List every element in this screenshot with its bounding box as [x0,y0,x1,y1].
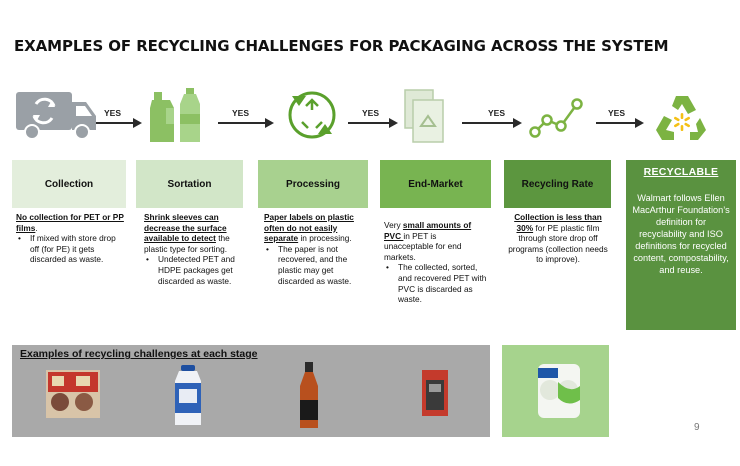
arrow-processing-to-end-market [348,114,398,128]
end-market-lead-tail: in PET is unacceptable for end markets. [384,230,462,262]
stage-header-recycling-rate: Recycling Rate [504,160,611,208]
page-title: EXAMPLES OF RECYCLING CHALLENGES FOR PAC… [14,37,669,55]
recycle-symbol-icon [656,96,706,140]
sortation-lead-tail: the plastic type for sorting. [144,233,230,254]
arrow-label-yes: YES [104,108,122,118]
bottles-icon [150,88,200,142]
processing-lead: Paper labels on plastic often do not eas… [264,212,354,244]
arrow-label-yes: YES [232,108,250,118]
arrow-label-yes: YES [608,108,626,118]
arrow-label-yes: YES [488,108,506,118]
processing-lead-tail: in processing. [298,233,352,244]
stage-header-label: Recycling Rate [521,178,594,190]
stage-header-end-market: End-Market [380,160,491,208]
recyclable-title: RECYCLABLE [643,166,719,178]
recycling-rate-description: Collection is less than 30% for PE plast… [508,212,608,265]
arrow-label-yes: YES [362,108,380,118]
packaged-films-image [46,370,100,418]
stage-header-processing: Processing [258,160,368,208]
collection-lead-tail: . [35,222,38,233]
examples-title: Examples of recycling challenges at each… [20,348,258,360]
end-market-description: Very small amounts of PVC in PET is unac… [384,220,488,305]
page-number: 9 [694,422,700,433]
stage-header-sortation: Sortation [136,160,243,208]
arrow-sortation-to-processing [218,114,274,128]
processing-description: Paper labels on plastic often do not eas… [264,212,366,286]
sortation-description: Shrink sleeves can decrease the surface … [144,212,244,286]
stage-header-label: End-Market [408,178,463,190]
recycled-documents-icon [404,89,444,143]
stage-header-label: Collection [44,178,94,190]
collection-bullet: If mixed with store drop off (for PE) it… [16,233,126,265]
processing-bullet: The paper is not recovered, and the plas… [264,244,366,286]
stage-header-label: Sortation [167,178,212,190]
sortation-lead: Shrink sleeves can decrease the surface … [144,212,227,244]
stage-header-label: Processing [286,178,340,190]
sortation-bullet: Undetected PET and HDPE packages get dis… [144,254,244,286]
blister-pack-image [422,370,448,416]
arrow-end-market-to-recycling-rate [462,114,522,128]
recycling-rate-lead: Collection is less than 30% [514,212,602,233]
paper-towel-pack-image [538,364,580,418]
end-market-lead: small amounts of PVC [384,220,472,241]
recycling-truck-icon [16,92,96,140]
shrink-sleeve-bottle-image [175,365,201,425]
collection-lead: No collection for PET or PP films [16,212,124,233]
collection-description: No collection for PET or PP films. If mi… [16,212,126,265]
stage-header-collection: Collection [12,160,126,208]
recyclable-definition: Walmart follows Ellen MacArthur Foundati… [632,193,730,275]
end-market-pre: Very [384,220,403,230]
arrow-recycling-rate-to-recyclable [596,114,644,128]
sauce-bottle-image [300,362,318,428]
processing-cycle-icon [288,91,336,139]
recycling-rate-lead-tail: for PE plastic film through store drop o… [508,222,608,265]
growth-chart-icon [529,98,583,138]
recyclable-panel: RECYCLABLE Walmart follows Ellen MacArth… [626,160,736,330]
walmart-spark-icon [674,113,690,131]
arrow-collection-to-sortation [96,114,142,128]
end-market-bullet: The collected, sorted, and recovered PET… [384,262,488,304]
